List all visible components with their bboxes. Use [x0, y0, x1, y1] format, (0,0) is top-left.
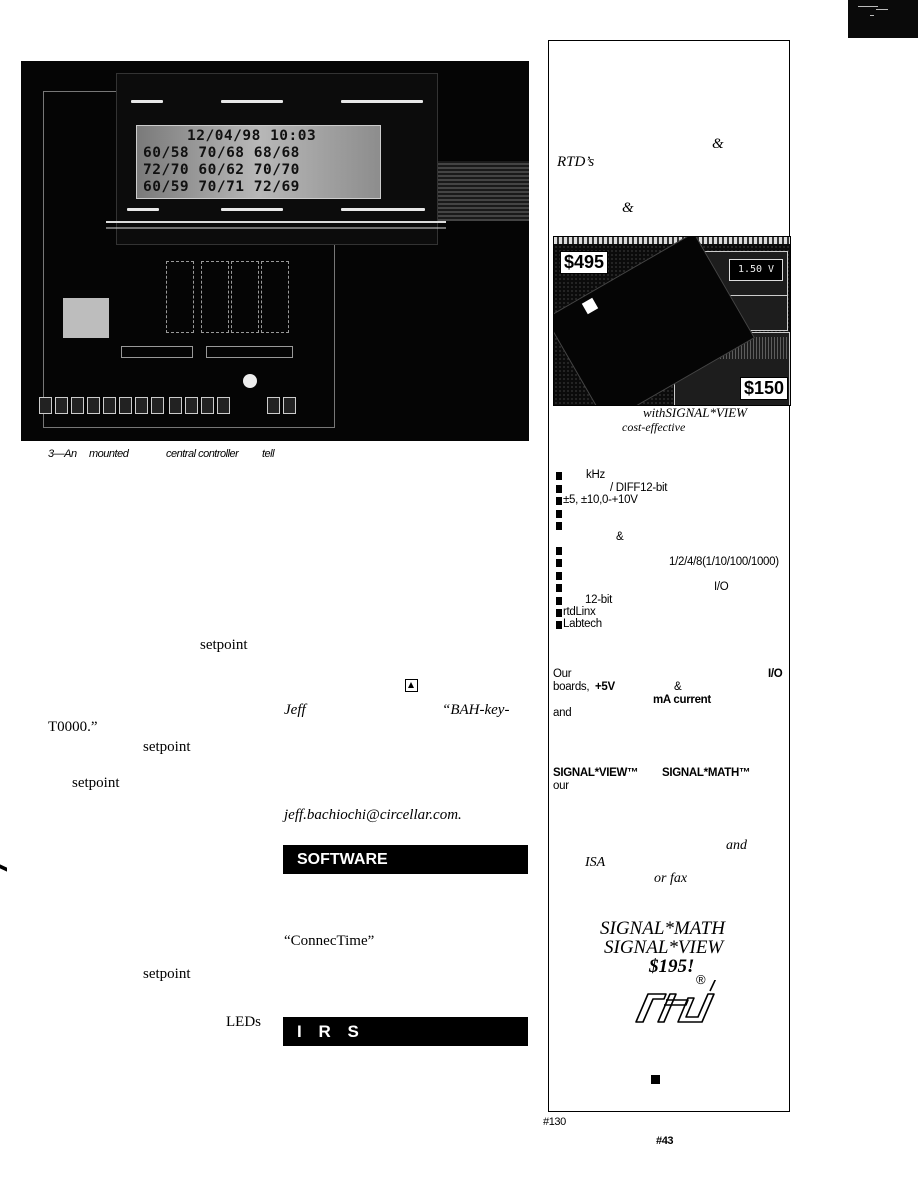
feature-item: kHz [586, 469, 605, 481]
page-corner-tab [848, 0, 918, 38]
offer-line: SIGNAL*MATH [600, 918, 725, 939]
voltage-readout: 1.50 V [729, 259, 783, 281]
ad-text: withSIGNAL*VIEW [643, 405, 747, 420]
lcd-line-2: 60/58 70/68 68/68 [143, 145, 300, 161]
feature-item: 1/2/4/8(1/10/100/1000) [669, 556, 779, 568]
ad-text: RTD’s [557, 154, 595, 170]
section-header-irs: I R S [283, 1017, 528, 1046]
offer-price: $195! [649, 956, 695, 977]
reader-service-number: #130 [543, 1116, 566, 1128]
lcd-line-1: 12/04/98 10:03 [187, 128, 317, 144]
feature-item: 12-bit [585, 594, 612, 606]
feature-item: & [616, 531, 624, 543]
ad-text: cost-effective [622, 420, 686, 434]
ad-text: & [622, 200, 634, 216]
figure-caption-word: central controller [166, 448, 239, 460]
body-text: “ConnecTime” [284, 933, 375, 949]
figure-caption-word: mounted [89, 448, 129, 460]
body-text: setpoint [143, 966, 191, 982]
body-text: setpoint [72, 775, 120, 791]
figure-caption-word: tell [262, 448, 275, 460]
feature-item: / DIFF12-bit [610, 482, 668, 494]
ad-text: or fax [654, 871, 688, 886]
feature-item: Labtech [563, 618, 602, 630]
body-text: T0000.” [48, 719, 98, 735]
feature-item: ±5, ±10,0-+10V [563, 494, 638, 506]
author-name: Jeff [284, 702, 306, 718]
feature-item: I/O [714, 581, 729, 593]
ad-text: and [726, 838, 747, 853]
page-mark [0, 864, 7, 872]
author-email-link[interactable]: jeff.bachiochi@circellar.com. [284, 807, 462, 823]
advertisement-box [548, 40, 790, 1112]
rtd-logo [632, 973, 722, 1024]
ribbon-cable [436, 161, 529, 221]
lcd-display: 12/04/98 10:03 60/58 70/68 68/68 72/70 6… [136, 125, 381, 199]
ad-text: and [553, 707, 572, 719]
end-of-article-icon [405, 679, 418, 692]
ad-text: SIGNAL*VIEW™ [553, 767, 639, 779]
feature-item: rtdLinx [563, 606, 596, 618]
price-badge: $150 [740, 377, 789, 400]
bullet-icon [651, 1075, 660, 1084]
ad-text: our [553, 780, 569, 792]
ad-text: ISA [585, 855, 606, 870]
section-header-software: SOFTWARE [283, 845, 528, 874]
price-badge: $495 [560, 251, 609, 274]
reader-service-number: #43 [656, 1135, 674, 1147]
ad-text: & [712, 136, 724, 152]
ad-text: +5V [595, 681, 615, 693]
body-text: “BAH-key- [442, 702, 510, 718]
ad-text: Our [553, 668, 572, 680]
lcd-line-3: 72/70 60/62 70/70 [143, 162, 300, 178]
led-indicator [243, 374, 257, 388]
body-text: setpoint [200, 637, 248, 653]
body-text: setpoint [143, 739, 191, 755]
power-connector [63, 298, 109, 338]
ad-text: boards, [553, 681, 590, 693]
ad-text: SIGNAL*MATH™ [662, 767, 751, 779]
registered-mark: ® [696, 972, 706, 987]
body-text: LEDs [226, 1014, 261, 1030]
offer-line: SIGNAL*VIEW [604, 937, 724, 958]
ad-product-image: 1.50 V $495 $150 [553, 236, 791, 406]
figure-caption-number: 3—An [48, 448, 77, 460]
lcd-line-4: 60/59 70/71 72/69 [143, 179, 300, 195]
ad-text: mA current [653, 694, 711, 706]
ad-text: & [674, 681, 682, 693]
ad-text: I/O [768, 668, 783, 680]
controller-photo: 12/04/98 10:03 60/58 70/68 68/68 72/70 6… [21, 61, 529, 441]
